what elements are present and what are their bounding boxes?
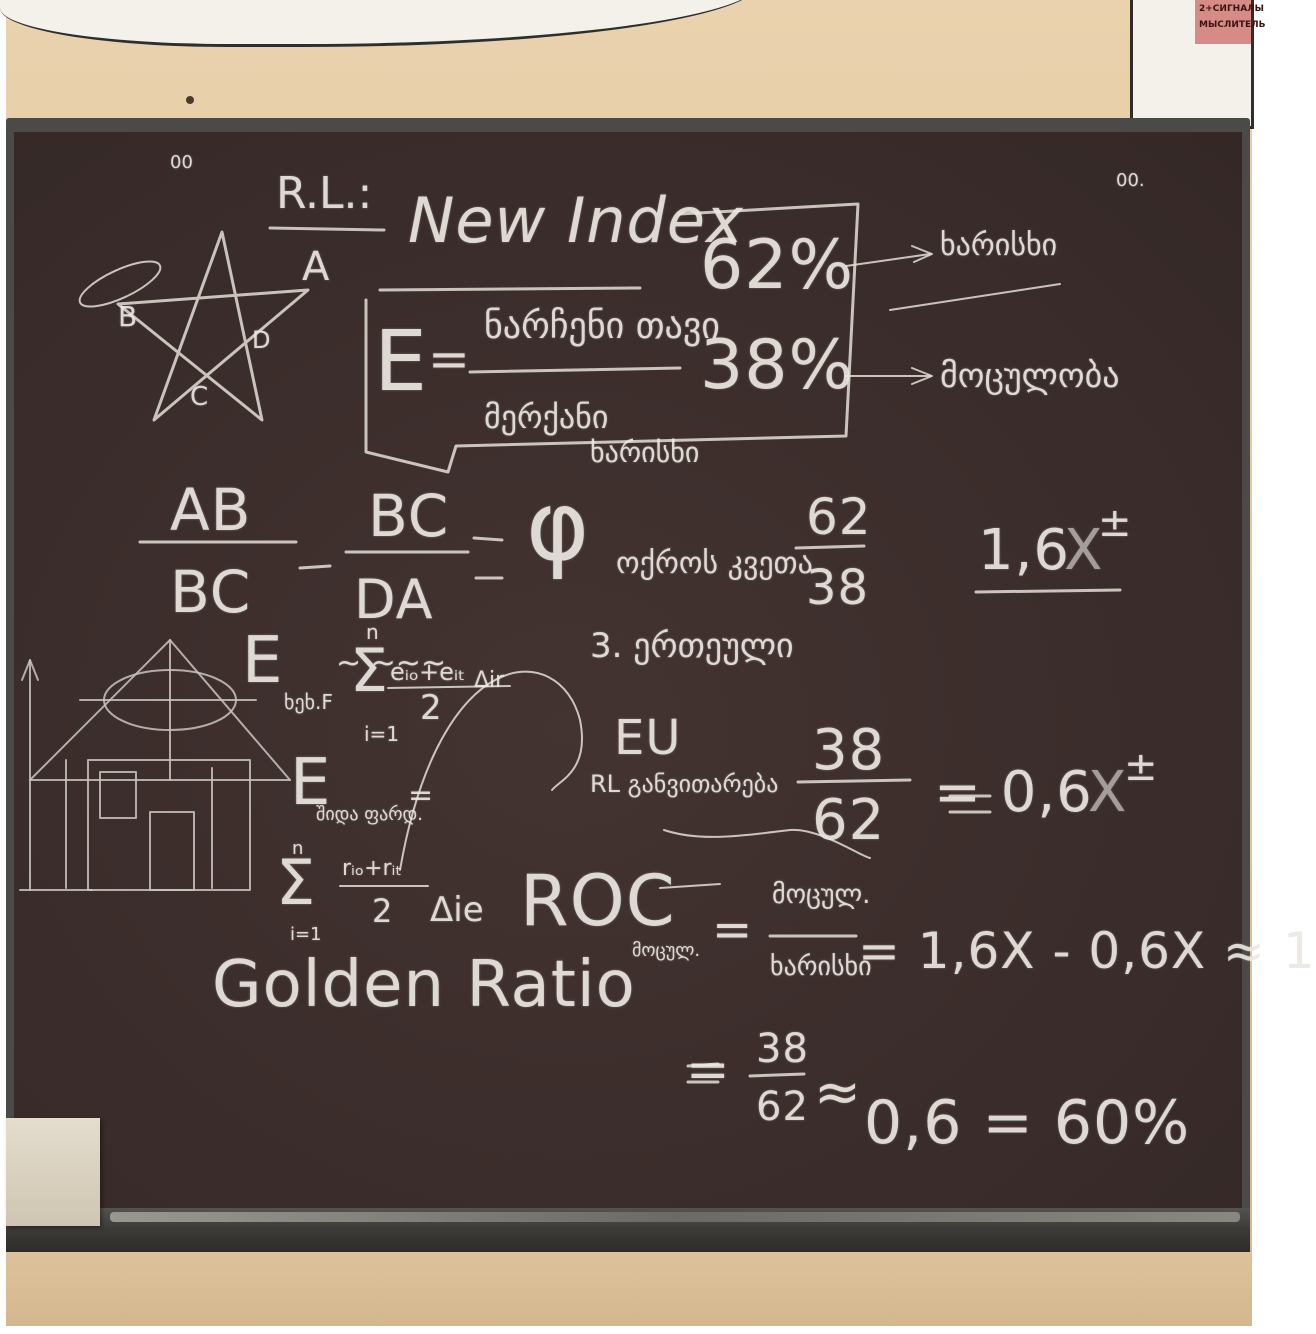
new-index-title: New Index [408,184,744,257]
chalk-dust [110,1212,1240,1222]
formula2-top: n [292,838,304,859]
nail [186,96,194,104]
mark-right: 00. [1116,170,1145,191]
poster-line-1: 2+СИГНАЛЫ [1199,4,1264,14]
pct-38: 38% [700,326,855,405]
frac1-num: AB [170,476,252,544]
formula1-sum: Σ [350,636,389,706]
formula1-tail: Δir [474,668,505,693]
frac2-den: DA [354,568,434,631]
poster-line-2: МЫСЛИТЕЛЬ [1199,20,1266,30]
formula2-e: E [290,746,332,820]
index-denominator-2: ხარისხი [590,436,700,469]
formula2-eq: = [408,778,434,813]
roc-result: = 1,6X - 0,6X ≈ 1 [858,922,1316,980]
roc-num: მოცულ. [772,880,871,910]
chalk-drawings [19,202,1122,1084]
ratio-pm: ± [1098,500,1132,546]
chalkboard [14,132,1242,1214]
formula1-bottom: i=1 [364,722,400,746]
arrow-label-bottom: მოცულობა [940,356,1120,396]
eu-pm: ± [1124,744,1158,790]
ratio-result: 1,6 [978,518,1071,583]
formula1-den: 2 [420,688,442,728]
final-num: 38 [756,1026,809,1072]
formula1-num: eᵢₒ+eᵢₜ [390,658,466,686]
final-equals: = [686,1040,731,1100]
roc-den: ხარისხი [770,952,872,982]
formula2-bottom: i=1 [290,924,322,945]
star-label-d: D [252,326,271,354]
unit-line: 3. ერთეული [590,626,794,666]
formula2-sub: შიდა ფარდ. [316,804,423,825]
formula1-eq: ~ ~~~ [336,646,447,681]
formula2-num: rᵢₒ+rᵢₜ [342,856,402,881]
pct-62: 62% [700,226,855,305]
eu-result: = 0,6 [934,760,1093,825]
formula2-tail: Δie [430,890,484,930]
final-result: 0,6 = 60% [864,1088,1191,1158]
phi-symbol: φ [526,470,591,582]
smudged-circle [78,260,162,308]
index-box [364,202,860,474]
formula1-sub: ხეხ.F [284,690,333,714]
e-equals: = [428,330,470,388]
mark-left: 00 [170,152,193,173]
roc-equals: = [712,902,753,958]
star-label-c: C [190,382,209,412]
formula2-sum: Σ [276,846,317,919]
eraser [6,1118,100,1226]
pentagram-star [116,230,310,422]
rl-development: RL განვითარება [590,770,779,798]
golden-ratio-caption: Golden Ratio [212,948,636,1022]
frac1-den: BC [170,558,252,626]
ratio-frac-num: 62 [806,488,872,546]
formula2-den: 2 [372,892,393,930]
star-label-b: B [118,300,138,333]
final-den: 62 [756,1084,809,1130]
golden-section-word: ოქროს კვეთა [616,546,813,581]
wall-bottom [6,1252,1252,1326]
wall-poster-right: 2+СИГНАЛЫ МЫСЛИТЕЛЬ [1130,0,1266,129]
poster-red-label: 2+СИГНАЛЫ МЫСЛИТЕЛЬ [1195,0,1266,44]
star-label-a: A [302,244,330,290]
index-denominator: მერქანი [484,398,609,436]
final-approx: ≈ [814,1060,862,1125]
roc-label: ROC [520,860,676,942]
eu-num: 38 [812,718,886,783]
connecting-arc [399,670,583,871]
rl-label: R.L.: [276,168,373,219]
e-symbol: E [374,312,428,410]
index-numerator: ნარჩენი თავი [484,306,720,347]
eu-x-mark: X [1088,760,1128,825]
ratio-frac-den: 38 [806,560,870,616]
ratio-x-mark: X [1064,518,1104,583]
house-drawing [19,639,291,891]
frac2-num: BC [368,482,450,550]
eu-label: EU [614,710,682,766]
eu-den: 62 [812,788,886,853]
formula1-e: E [242,624,284,698]
formula1-top: n [366,620,379,644]
arrow-label-top: ხარისხი [940,228,1058,263]
roc-sub: მოცულ. [632,940,701,961]
